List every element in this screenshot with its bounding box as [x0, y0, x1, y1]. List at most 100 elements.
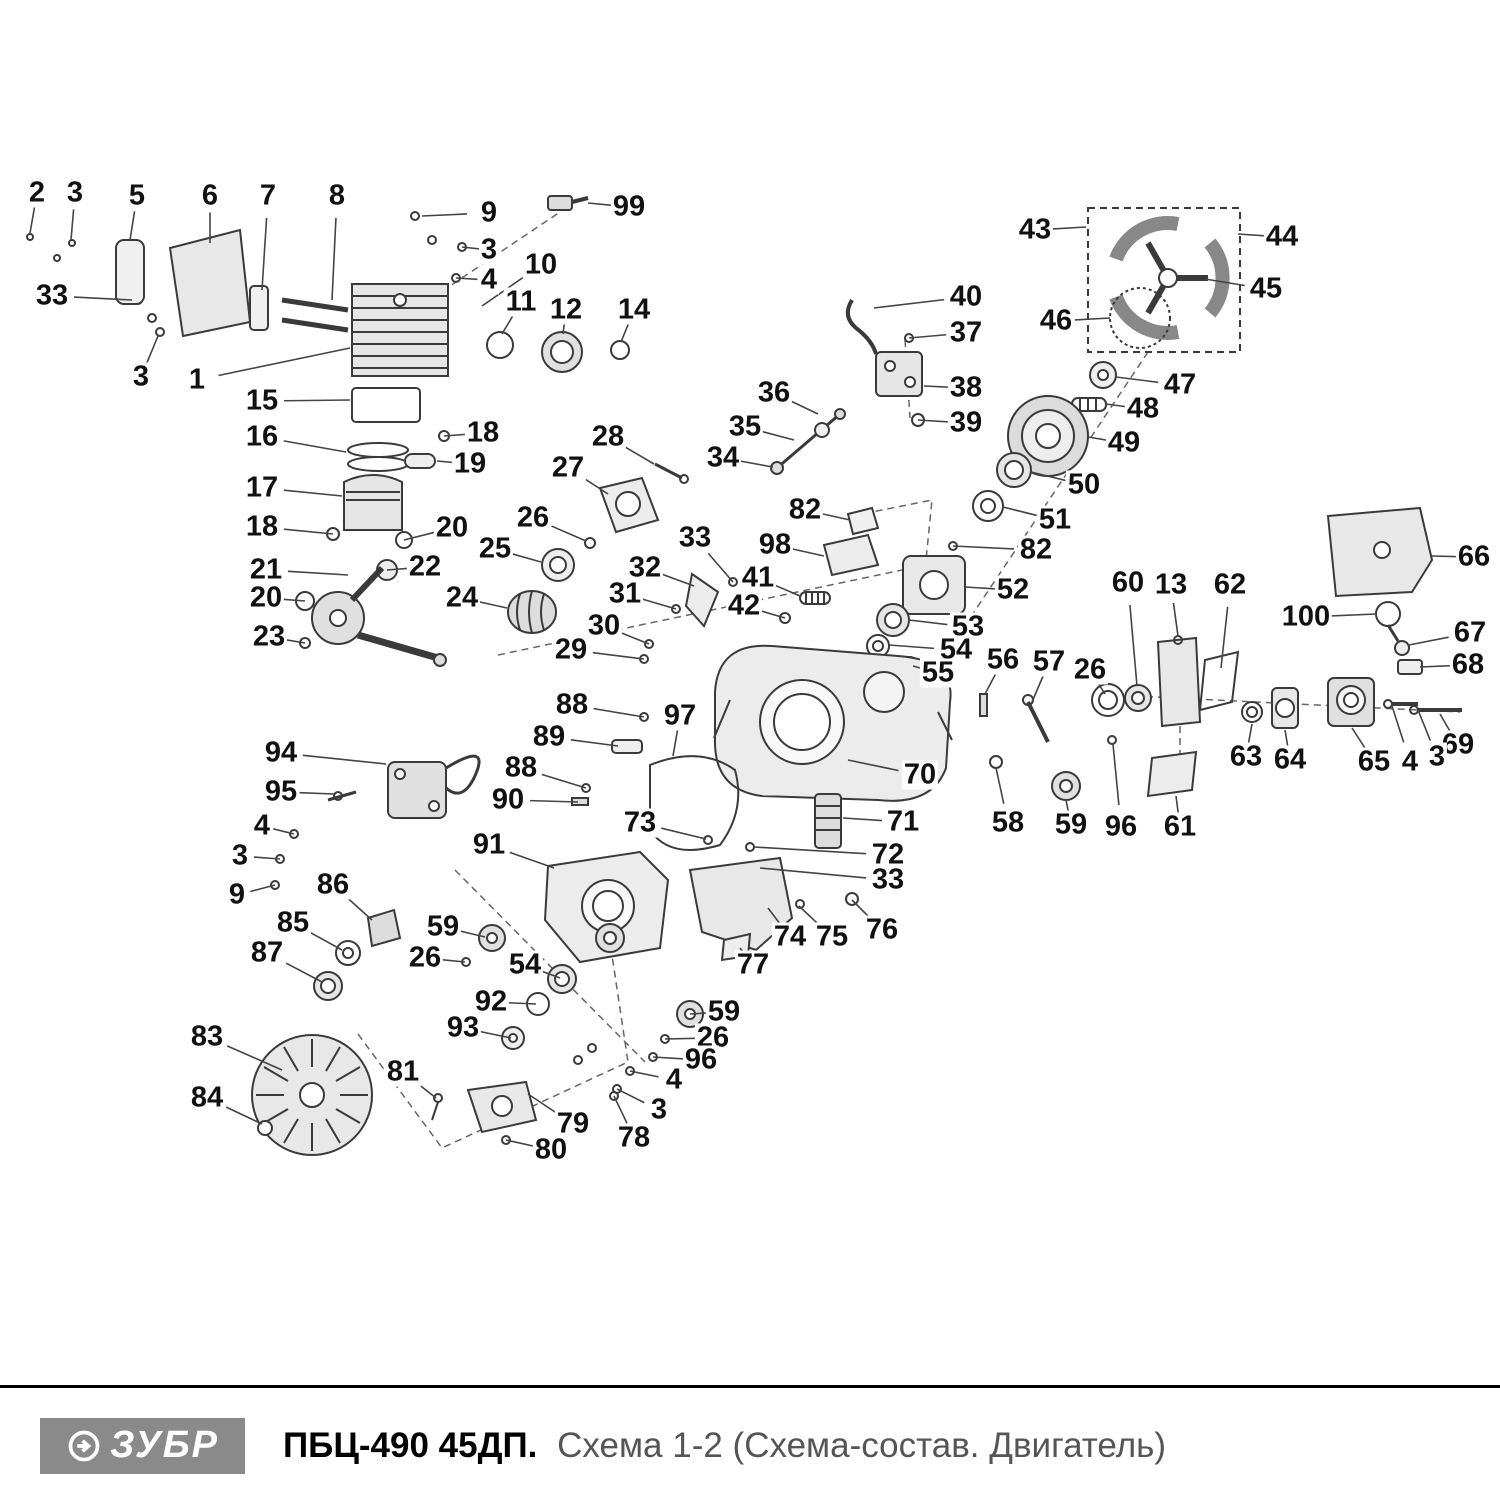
part-number-39: 39 [947, 406, 985, 439]
part-number-98: 98 [756, 528, 794, 561]
leader-line-27 [581, 476, 609, 495]
leader-line-100 [1327, 613, 1377, 617]
pump-plate-drawing [431, 1080, 619, 1145]
part-number-18: 18 [464, 416, 502, 449]
leader-line-8 [331, 217, 337, 301]
part-number-9: 9 [226, 878, 248, 911]
leader-line-18 [283, 528, 334, 535]
part-number-67: 67 [1451, 616, 1489, 649]
part-number-33: 33 [869, 863, 907, 896]
leader-line-84 [225, 1106, 263, 1125]
leader-line-33 [707, 552, 734, 583]
leader-line-82 [952, 545, 1015, 550]
leader-line-31 [642, 598, 677, 610]
schema-title: ПБЦ-490 45ДП. [283, 1425, 538, 1465]
bellows-and-seal-drawing [507, 537, 596, 634]
part-number-92: 92 [472, 985, 510, 1018]
part-number-42: 42 [725, 589, 763, 622]
part-number-12: 12 [547, 293, 585, 326]
intake-parts-drawing [486, 331, 630, 373]
leader-line-17 [283, 489, 343, 497]
leader-line-79 [527, 1093, 558, 1115]
part-number-69: 69 [1439, 728, 1477, 761]
leader-line-88 [541, 773, 587, 789]
leader-line-21 [287, 570, 349, 576]
leader-line-33 [759, 867, 867, 879]
part-number-61: 61 [1161, 810, 1199, 843]
leader-line-25 [510, 552, 542, 563]
leader-line-65 [1351, 727, 1367, 751]
part-number-2: 2 [26, 176, 48, 209]
zubr-arrow-logo-icon [68, 1430, 100, 1461]
leader-line-15 [283, 399, 351, 402]
footer: ЗУБР ПБЦ-490 45ДП. Схема 1-2 (Схема-сост… [0, 1385, 1500, 1500]
leader-line-7 [261, 217, 268, 291]
part-number-82: 82 [1017, 533, 1055, 566]
leader-line-80 [505, 1139, 536, 1148]
leader-line-44 [1237, 233, 1267, 237]
leader-line-73 [661, 827, 707, 840]
leader-line-29 [592, 651, 645, 660]
part-number-43: 43 [1016, 213, 1054, 246]
gasket-and-pins-drawing [571, 712, 740, 851]
part-number-68: 68 [1449, 648, 1487, 681]
part-number-62: 62 [1211, 568, 1249, 601]
leader-line-45 [1204, 278, 1245, 287]
part-number-19: 19 [451, 447, 489, 480]
leader-line-82 [820, 512, 851, 521]
crankcase-drawing [713, 644, 953, 873]
leader-line-53 [908, 619, 948, 626]
leader-line-3 [146, 335, 159, 363]
part-number-16: 16 [243, 420, 281, 453]
leader-line-70 [847, 759, 899, 772]
leader-line-26 [438, 958, 466, 963]
part-number-71: 71 [884, 805, 922, 838]
carburetor-side-drawing [1091, 506, 1462, 729]
leader-line-35 [761, 430, 795, 441]
leader-line-20 [403, 531, 436, 541]
part-number-63: 63 [1227, 740, 1265, 773]
part-number-3: 3 [478, 233, 500, 266]
crankshaft-drawing [299, 565, 447, 667]
part-number-14: 14 [615, 293, 653, 326]
part-number-17: 17 [243, 471, 281, 504]
part-number-57: 57 [1030, 645, 1068, 678]
leader-line-26 [551, 525, 587, 542]
muffler-drawing [115, 228, 349, 338]
leader-line-59 [457, 929, 486, 938]
part-number-3: 3 [130, 360, 152, 393]
part-number-50: 50 [1065, 468, 1103, 501]
part-number-77: 77 [734, 948, 772, 981]
part-number-93: 93 [444, 1011, 482, 1044]
part-number-3: 3 [648, 1093, 670, 1126]
leader-line-98 [791, 548, 825, 557]
leader-line-67 [1408, 636, 1449, 646]
leader-line-33 [73, 296, 133, 301]
part-number-32: 32 [626, 551, 664, 584]
part-number-15: 15 [243, 384, 281, 417]
leader-line-60 [1129, 604, 1138, 687]
leader-line-28 [623, 445, 655, 465]
part-number-74: 74 [771, 920, 809, 953]
part-number-72: 72 [869, 838, 907, 871]
part-number-33: 33 [33, 279, 71, 312]
leader-line-56 [984, 671, 998, 695]
part-number-38: 38 [947, 371, 985, 404]
part-number-26: 26 [406, 941, 444, 974]
part-number-40: 40 [947, 280, 985, 313]
part-number-73: 73 [621, 806, 659, 839]
part-number-49: 49 [1105, 426, 1143, 459]
part-number-70: 70 [901, 758, 939, 791]
part-number-91: 91 [470, 828, 508, 861]
part-number-52: 52 [994, 573, 1032, 606]
part-number-34: 34 [704, 441, 742, 474]
leader-line-57 [1031, 675, 1044, 703]
brand-name: ЗУБР [110, 1424, 219, 1466]
leader-line-41 [772, 583, 801, 597]
part-number-20: 20 [433, 511, 471, 544]
oil-pump-drawing [866, 555, 1050, 743]
leader-line-52 [964, 586, 997, 590]
leader-line-10 [481, 276, 524, 307]
